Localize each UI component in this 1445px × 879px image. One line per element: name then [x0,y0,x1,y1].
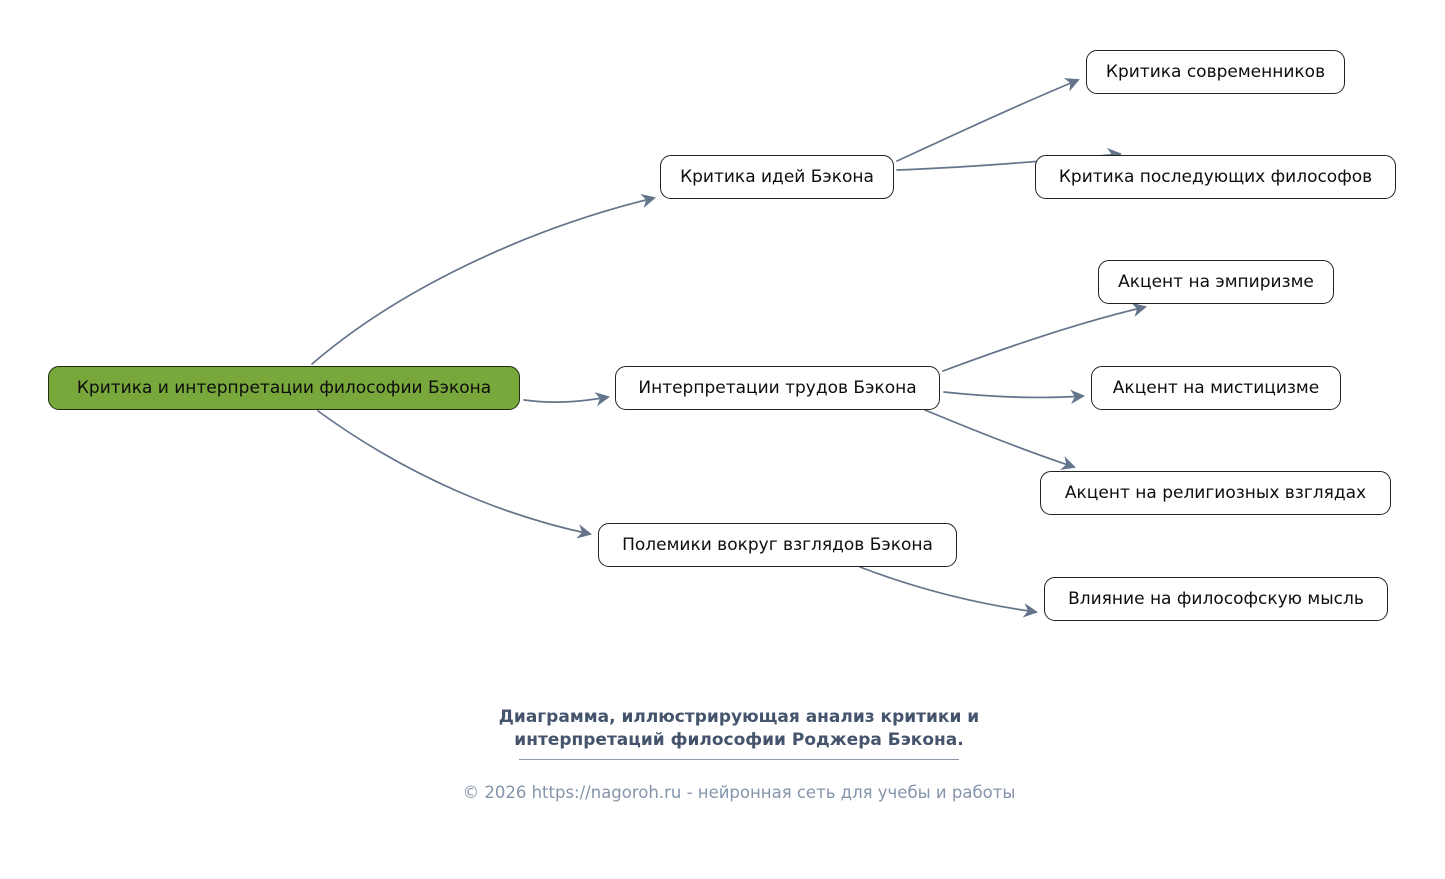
node-aktsent-empirizm: Акцент на эмпиризме [1098,260,1334,304]
footer-divider [519,759,959,760]
edge-root-to-interpretatsii [523,392,610,407]
copyright-text: © 2026 https://nagoroh.ru - нейронная се… [462,783,1016,802]
node-interpretatsii-trudov: Интерпретации трудов Бэкона [615,366,940,410]
node-aktsent-mistitsizm: Акцент на мистицизме [1091,366,1341,410]
edge-interpretatsii-to-empirizm [942,302,1147,372]
edge-polemiki-to-vliyanie [859,566,1039,618]
edge-root-to-polemiki [317,410,592,539]
diagram-caption-line1: Диаграмма, иллюстрирующая анализ критики… [498,707,980,727]
node-kritika-sovremennikov: Критика современников [1086,50,1345,94]
diagram-caption-line2: интерпретаций философии Роджера Бэкона. [514,730,964,750]
edge-interpretatsii-to-religioznye [924,409,1076,470]
node-aktsent-religioznye: Акцент на религиозных взглядах [1040,471,1391,515]
edge-kritika-to-sovremenniki [896,78,1080,162]
diagram-caption: Диаграмма, иллюстрирующая анализ критики… [0,706,1445,752]
node-polemiki: Полемики вокруг взглядов Бэкона [598,523,957,567]
node-kritika-posleduyushchikh: Критика последующих философов [1035,155,1396,199]
node-root: Критика и интерпретации философии Бэкона [48,366,520,410]
edge-root-to-kritika-idei [311,193,656,365]
edge-interpretatsii-to-mistitsizm [943,389,1086,405]
node-kritika-idei: Критика идей Бэкона [660,155,894,199]
node-vliyanie: Влияние на философскую мысль [1044,577,1388,621]
